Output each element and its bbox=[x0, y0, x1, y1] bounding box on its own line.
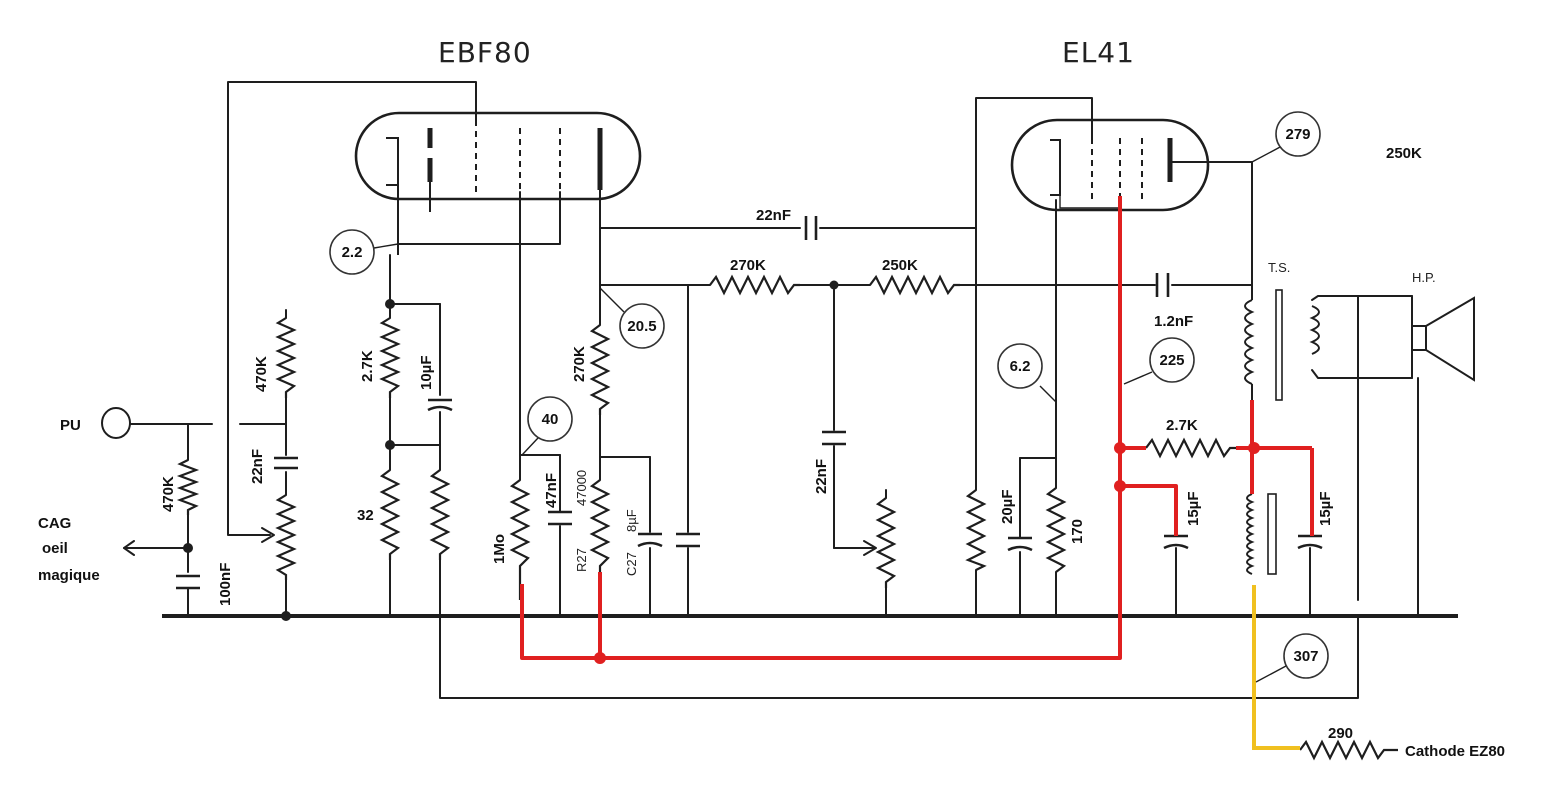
cap-22nf-in bbox=[274, 456, 298, 470]
voltage-307: 307 bbox=[1293, 648, 1318, 665]
resistor-c10-partner bbox=[429, 469, 451, 560]
label-8uf: 8µF bbox=[624, 509, 639, 532]
label-22nf-top: 22nF bbox=[756, 207, 791, 224]
label-470k-pu: 470K bbox=[160, 476, 177, 512]
el41-label: EL41 bbox=[1062, 36, 1135, 69]
label-r27: R27 bbox=[574, 548, 589, 572]
pu-input-jack bbox=[101, 407, 131, 439]
label-47nf: 47nF bbox=[543, 473, 560, 508]
label-15uf-b: 15µF bbox=[1317, 492, 1334, 527]
output-transformer bbox=[1244, 284, 1320, 401]
label-32: 32 bbox=[357, 507, 374, 524]
label-47000: 47000 bbox=[574, 470, 589, 506]
label-20uf: 20µF bbox=[999, 490, 1016, 525]
cathode-ez80-label: Cathode EZ80 bbox=[1405, 743, 1505, 760]
volume-pot-left bbox=[275, 494, 297, 580]
label-250k-stray: 250K bbox=[1386, 145, 1422, 162]
cap-10uf bbox=[427, 398, 453, 412]
resistor-1mo bbox=[509, 479, 531, 600]
filter-choke bbox=[1246, 493, 1277, 575]
junction-dots bbox=[183, 280, 1260, 664]
cap-plate-ground bbox=[676, 532, 700, 548]
cag-label-2: oeil bbox=[42, 540, 68, 557]
resistor-250k-h bbox=[869, 274, 960, 296]
cap-22nf-mid bbox=[822, 430, 846, 446]
cap-20uf bbox=[1007, 536, 1033, 552]
ts-label: T.S. bbox=[1268, 260, 1290, 275]
label-250k-h: 250K bbox=[882, 257, 918, 274]
resistor-470k-top bbox=[275, 317, 297, 398]
resistor-2-7k-right bbox=[1145, 437, 1236, 459]
pu-label: PU bbox=[60, 417, 81, 434]
resistor-270k-vert bbox=[589, 324, 611, 415]
voltage-2-2: 2.2 bbox=[342, 244, 363, 261]
hp-label: H.P. bbox=[1412, 270, 1436, 285]
resistor-2-7k-left bbox=[379, 317, 401, 398]
cap-8uf bbox=[637, 532, 663, 548]
cap-15uf-b bbox=[1297, 534, 1323, 550]
resistor-47000 bbox=[589, 479, 611, 572]
label-c27: C27 bbox=[624, 552, 639, 576]
cap-22nf-top bbox=[804, 216, 818, 240]
label-2-7k-left: 2.7K bbox=[359, 350, 376, 382]
label-170: 170 bbox=[1069, 519, 1086, 544]
cag-label-3: magique bbox=[38, 567, 100, 584]
volume-pot-right bbox=[875, 497, 897, 588]
ebf80-tube bbox=[354, 111, 642, 255]
cap-100nf bbox=[176, 574, 200, 599]
yellow-highlight-path bbox=[1252, 585, 1300, 750]
resistor-170 bbox=[1045, 487, 1067, 573]
cap-1-2nf bbox=[1155, 273, 1170, 297]
el41-tube bbox=[1010, 118, 1210, 212]
label-270k-h: 270K bbox=[730, 257, 766, 274]
resistor-270k-h bbox=[709, 274, 800, 296]
resistor-470k-pu bbox=[176, 459, 200, 515]
voltage-20-5: 20.5 bbox=[627, 318, 656, 335]
label-22nf-in: 22nF bbox=[249, 449, 266, 484]
label-15uf-a: 15µF bbox=[1185, 492, 1202, 527]
resistor-290 bbox=[1299, 739, 1398, 761]
label-270k-vert: 270K bbox=[571, 346, 588, 382]
label-2-7k-right: 2.7K bbox=[1166, 417, 1198, 434]
ebf80-label: EBF80 bbox=[438, 36, 532, 69]
cap-15uf-a bbox=[1163, 534, 1189, 550]
speaker bbox=[1411, 296, 1475, 382]
voltage-40: 40 bbox=[542, 411, 559, 428]
component-labels: 470K 100nF 22nF 470K 2.7K 10µF 32 1Mo 47… bbox=[160, 145, 1422, 742]
resistors bbox=[176, 274, 1398, 761]
voltage-6-2: 6.2 bbox=[1010, 358, 1031, 375]
label-22nf-mid: 22nF bbox=[813, 459, 830, 494]
voltage-callouts: 2.2 20.5 40 6.2 225 279 307 bbox=[329, 111, 1329, 683]
voltage-279: 279 bbox=[1285, 126, 1310, 143]
cap-47nf bbox=[548, 510, 572, 526]
cag-label-1: CAG bbox=[38, 515, 71, 532]
label-1mo: 1Mo bbox=[491, 534, 508, 564]
wiring bbox=[123, 81, 1419, 699]
resistor-el41-grid bbox=[965, 489, 987, 571]
io-labels: PU CAG oeil magique Cathode EZ80 T.S. H.… bbox=[38, 260, 1505, 760]
label-1-2nf: 1.2nF bbox=[1154, 313, 1193, 330]
label-100nf: 100nF bbox=[217, 563, 234, 606]
voltage-225: 225 bbox=[1159, 352, 1184, 369]
label-10uf: 10µF bbox=[418, 356, 435, 391]
resistor-32 bbox=[379, 469, 401, 560]
label-290: 290 bbox=[1328, 725, 1353, 742]
label-470k-top: 470K bbox=[253, 356, 270, 392]
